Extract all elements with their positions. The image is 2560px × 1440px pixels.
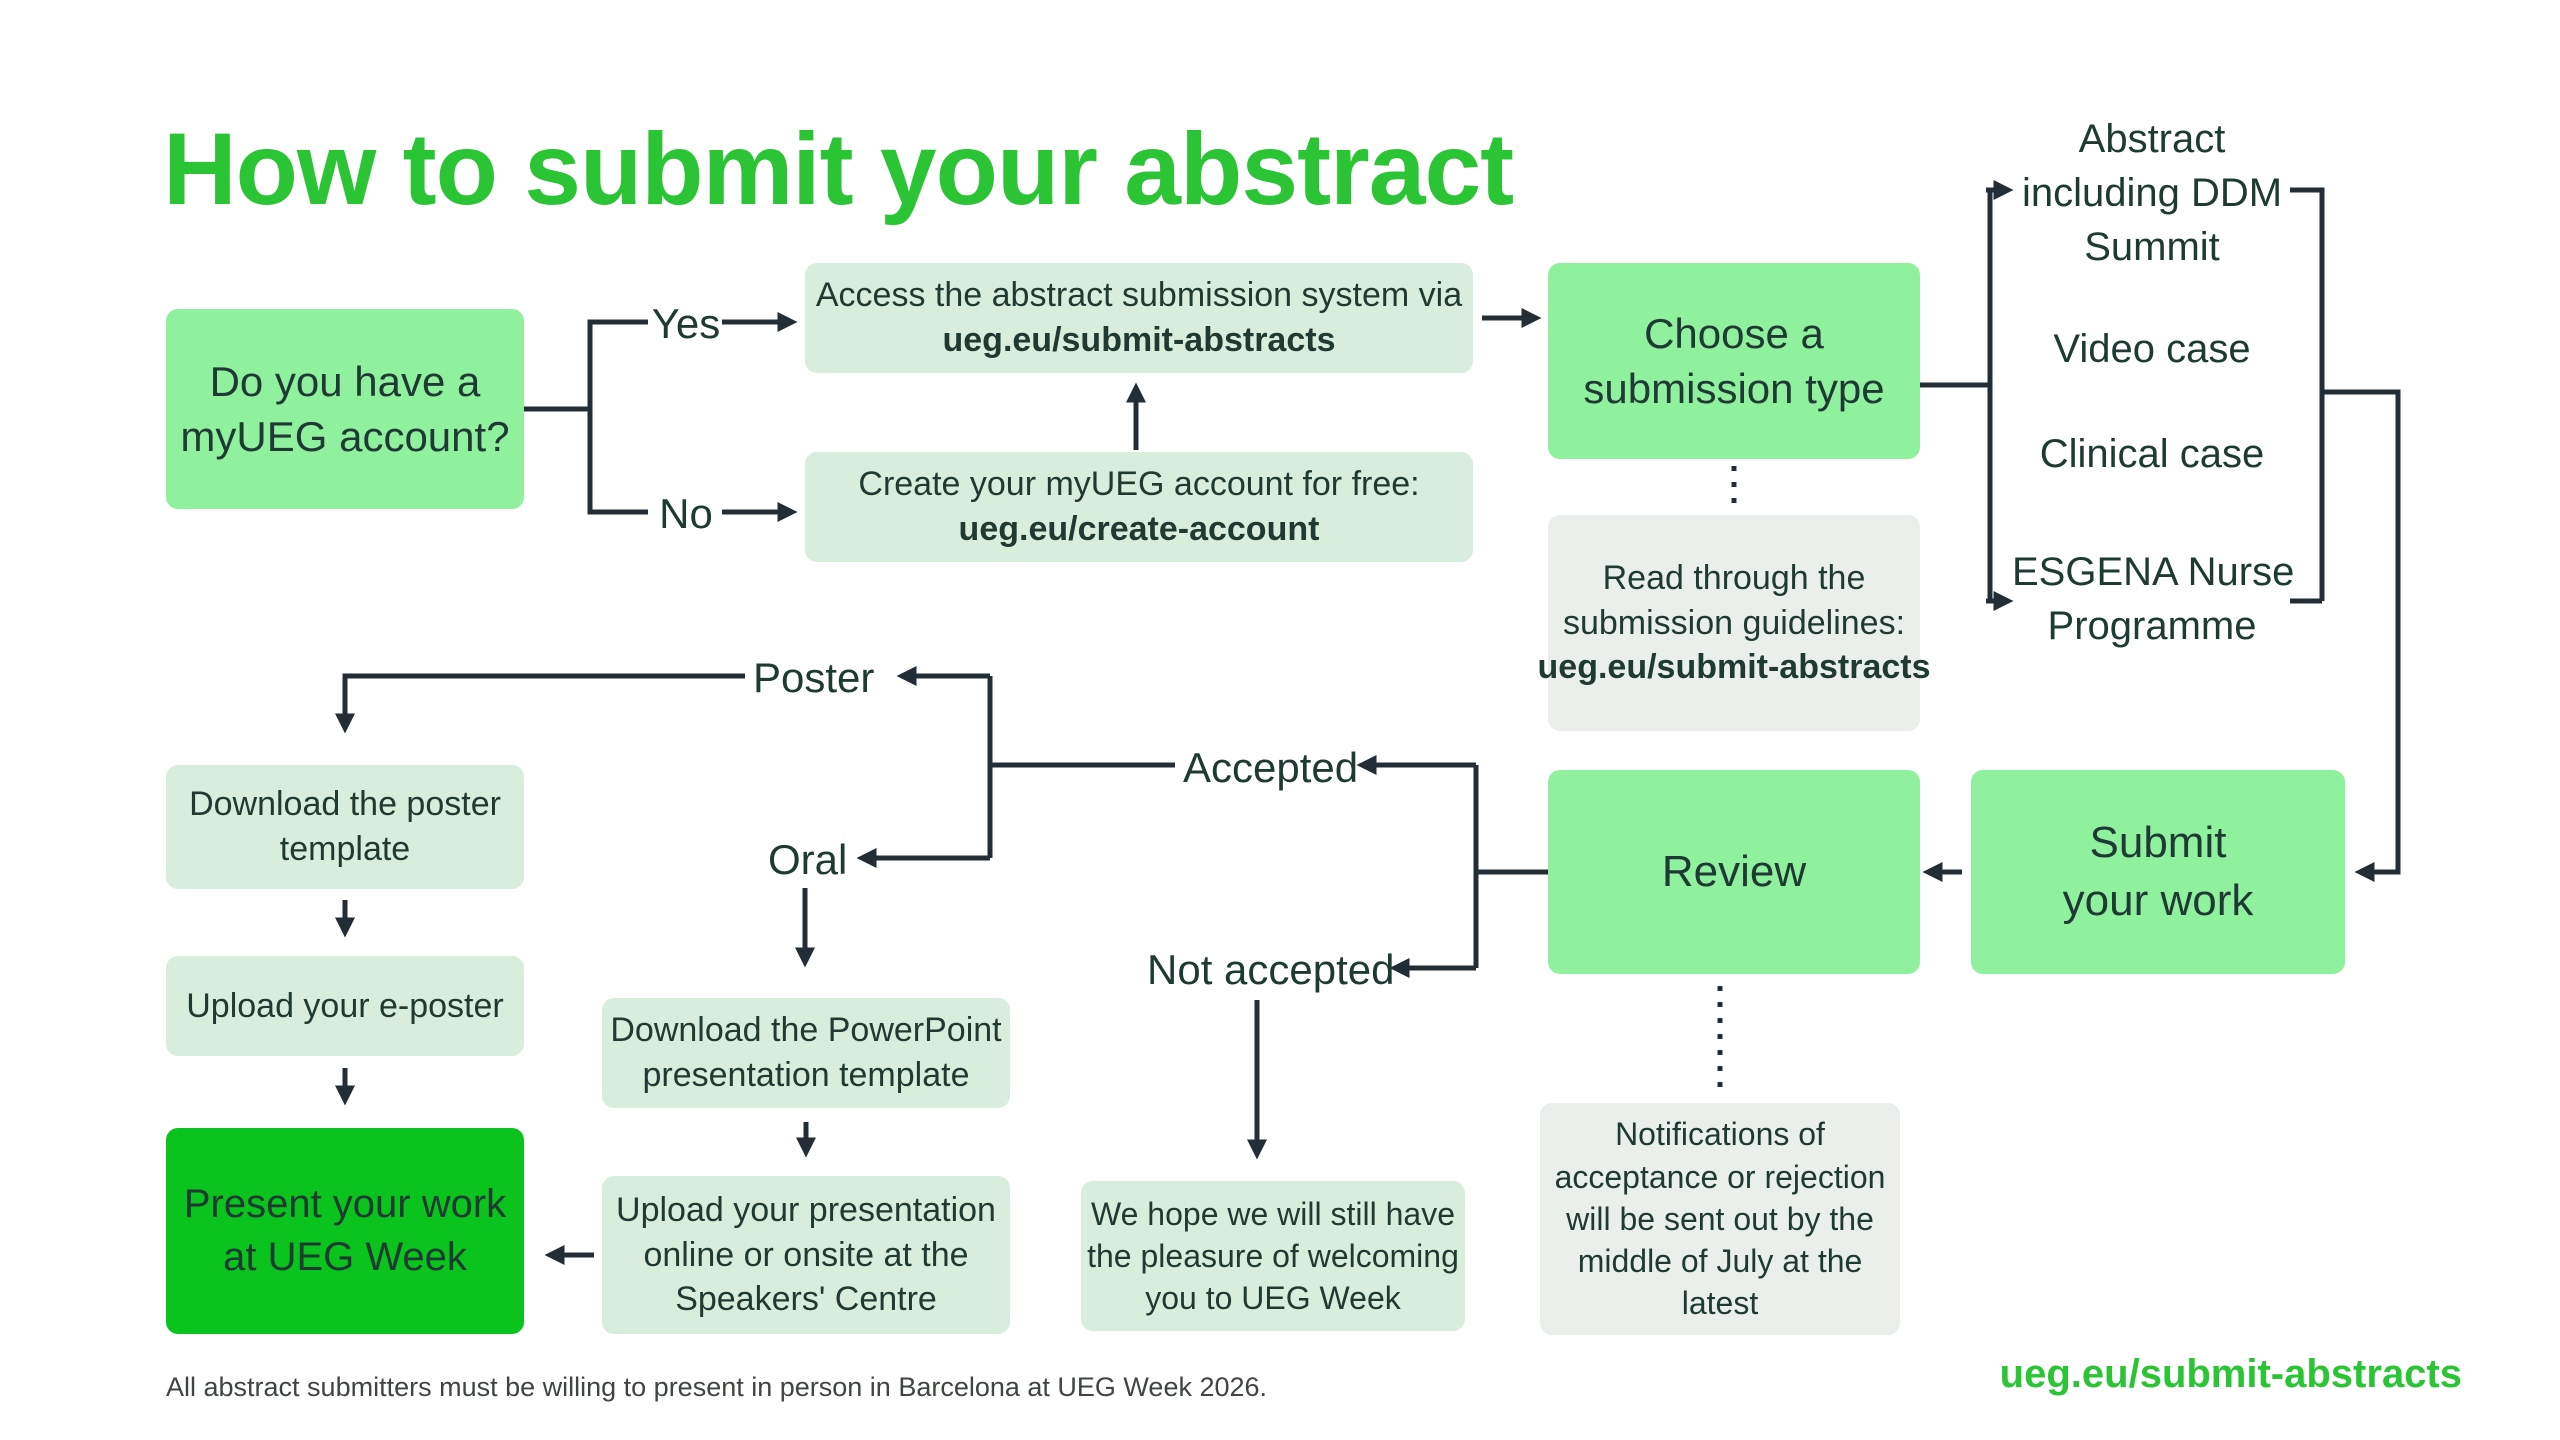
not-accepted-label: Not accepted [1147, 946, 1395, 993]
type-line: Summit [2084, 225, 2220, 269]
upload-presentation-box: Upload your presentation online or onsit… [602, 1176, 1010, 1334]
box-line: will be sent out by the [1566, 1200, 1874, 1237]
present-work-box: Present your work at UEG Week [166, 1128, 524, 1334]
download-ppt-box: Download the PowerPoint presentation tem… [602, 998, 1010, 1108]
box-line: submission type [1583, 365, 1885, 412]
page-title: How to submit your abstract [163, 112, 1514, 227]
create-account-box: Create your myUEG account for free: ueg.… [805, 452, 1473, 562]
box-line: Speakers' Centre [675, 1280, 937, 1319]
accepted-label: Accepted [1183, 744, 1359, 791]
type-esgena-nurse: ESGENA Nurse Programme [2012, 545, 2295, 653]
box-line: submission guidelines: [1562, 603, 1906, 642]
footer-url: ueg.eu/submit-abstracts [1999, 1352, 2462, 1396]
notifications-box: Notifications of acceptance or rejection… [1540, 1103, 1900, 1335]
box-line: Create your myUEG account for free: [858, 465, 1420, 504]
box-line: Download the PowerPoint [610, 1011, 1002, 1050]
box-line: Choose a [1644, 309, 1824, 357]
type-line: Programme [2047, 604, 2257, 648]
download-poster-box: Download the poster template [166, 765, 524, 889]
review-box: Review [1548, 770, 1920, 974]
box-line: template [279, 830, 411, 868]
box-line: Download the poster [189, 785, 501, 824]
type-line: ESGENA Nurse [2012, 550, 2295, 594]
box-line: Read through the [1602, 558, 1866, 597]
submit-work-box: Submit your work [1971, 770, 2345, 974]
oral-label: Oral [768, 836, 848, 883]
type-line: Abstract [2078, 117, 2226, 161]
we-hope-box: We hope we will still have the pleasure … [1081, 1181, 1465, 1331]
choose-type-box: Choose a submission type [1548, 263, 1920, 459]
box-line: ueg.eu/create-account [958, 510, 1320, 548]
box-line: Access the abstract submission system vi… [815, 276, 1463, 315]
yes-label: Yes [651, 300, 721, 347]
type-line: including DDM [2021, 171, 2283, 215]
box-line: online or onsite at the [643, 1235, 969, 1274]
box-line: Present your work [183, 1182, 507, 1227]
no-label: No [659, 490, 713, 537]
account-question-box: Do you have a myUEG account? [166, 309, 524, 509]
box-line: ueg.eu/submit-abstracts [1537, 648, 1931, 687]
box-line: you to UEG Week [1145, 1280, 1401, 1317]
box-line: acceptance or rejection [1554, 1158, 1886, 1195]
box-line: latest [1681, 1285, 1759, 1322]
box-line: We hope we will still have [1090, 1195, 1455, 1232]
box-line: myUEG account? [180, 413, 510, 460]
box-line: ueg.eu/submit-abstracts [942, 321, 1336, 359]
box-line: Upload your e-poster [186, 986, 504, 1025]
access-system-box: Access the abstract submission system vi… [805, 263, 1473, 373]
box-line: Notifications of [1615, 1116, 1825, 1153]
box-line: your work [2062, 876, 2254, 925]
box-line: Review [1661, 846, 1807, 896]
box-line: presentation template [642, 1056, 970, 1094]
box-line: Upload your presentation [616, 1190, 996, 1229]
box-line: the pleasure of welcoming [1087, 1237, 1459, 1274]
poster-label: Poster [753, 654, 875, 701]
box-line: middle of July at the [1577, 1243, 1863, 1280]
guidelines-box: Read through the submission guidelines: … [1538, 515, 1931, 731]
type-video-case: Video case [2012, 322, 2292, 376]
type-line: Clinical case [2039, 432, 2265, 476]
box-line: Do you have a [209, 357, 481, 405]
footer-note: All abstract submitters must be willing … [166, 1372, 1268, 1402]
box-line: Submit [2089, 817, 2227, 867]
box-line: at UEG Week [223, 1235, 467, 1279]
type-abstract-ddm: Abstract including DDM Summit [2012, 112, 2292, 274]
type-line: Video case [2053, 327, 2251, 371]
type-clinical-case: Clinical case [2012, 427, 2292, 481]
upload-eposter-box: Upload your e-poster [166, 956, 524, 1056]
